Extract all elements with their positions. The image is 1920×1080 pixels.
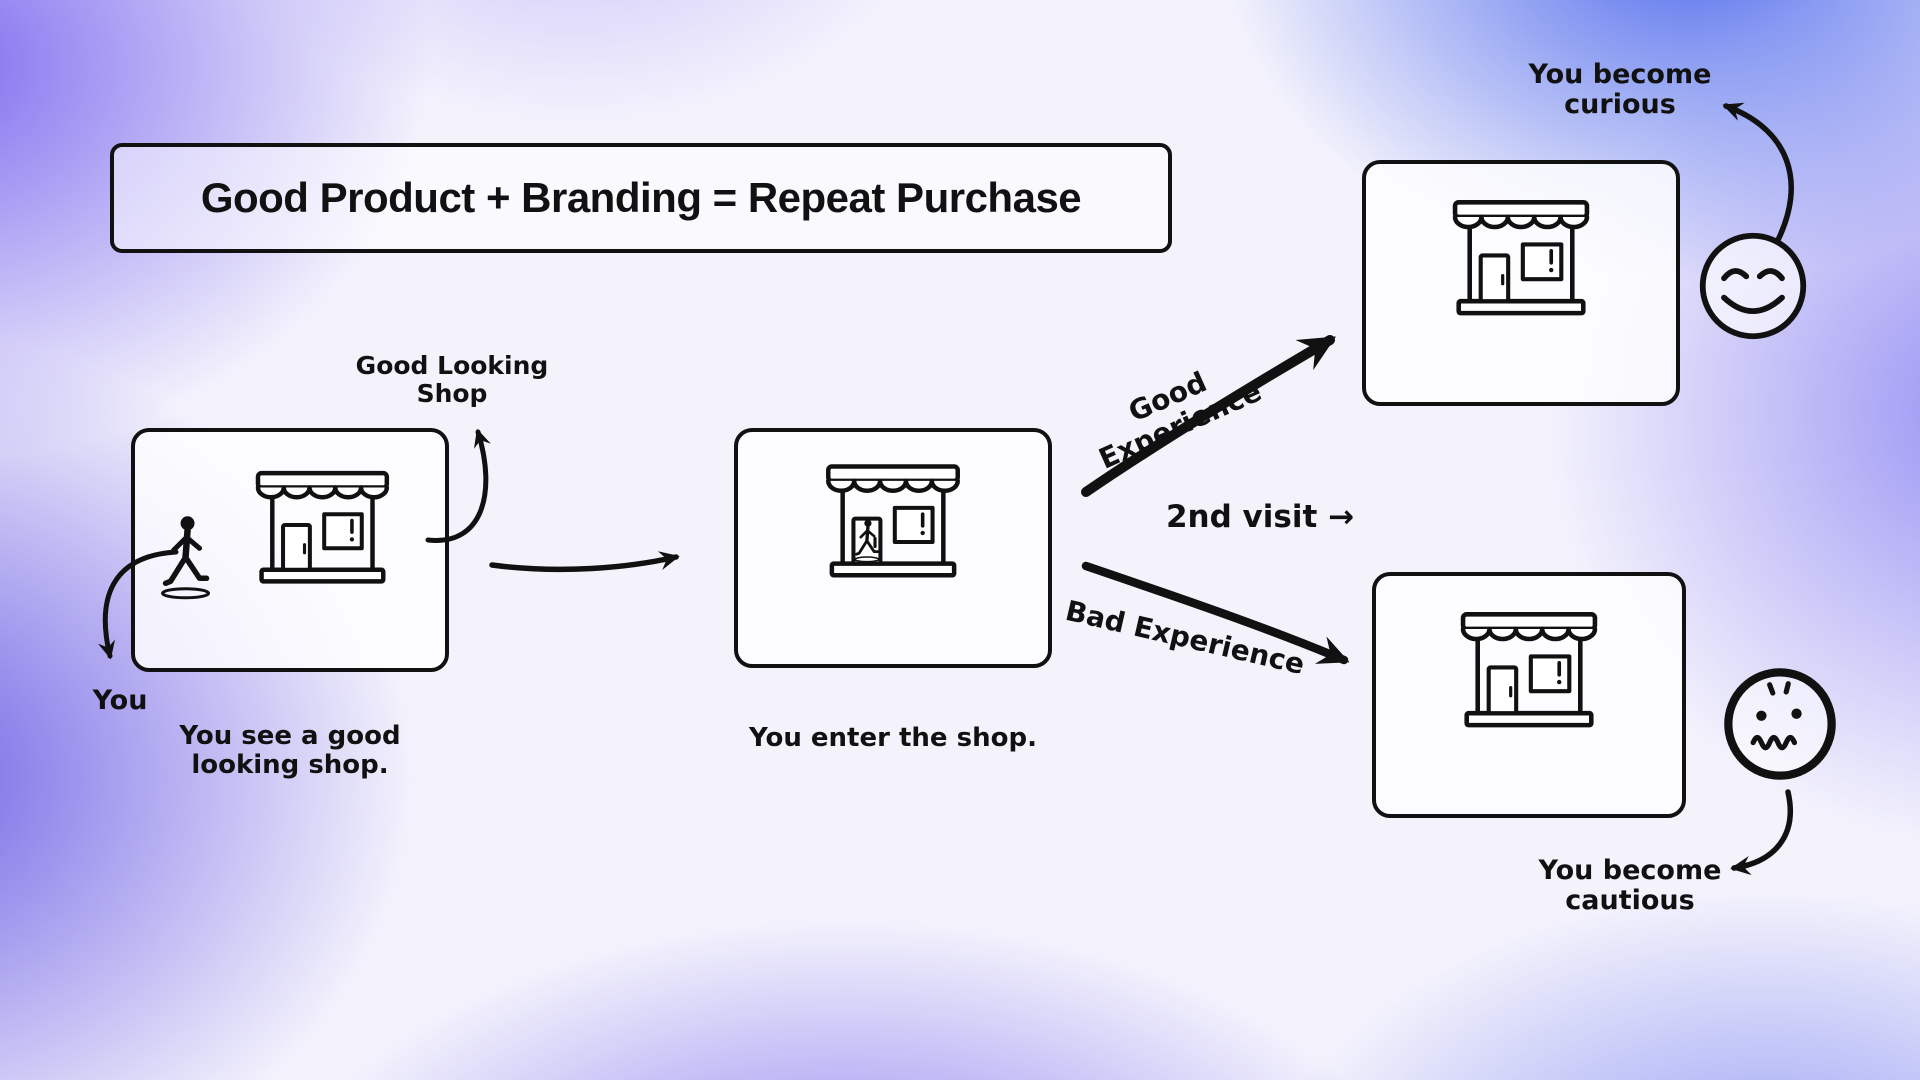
panel-bad-outcome-shop xyxy=(1372,572,1686,818)
enter-shop-illustration xyxy=(738,432,1048,664)
panel-good-outcome-shop xyxy=(1362,160,1680,406)
good-outcome-illustration xyxy=(1366,164,1676,402)
anxious-face-icon xyxy=(1724,668,1836,780)
to-shop-arrow xyxy=(489,551,680,573)
good-experience-label: Good Experience xyxy=(1094,365,1267,477)
storefront-icon xyxy=(1455,202,1587,313)
bad-outcome-illustration xyxy=(1376,576,1682,814)
walking-person-icon xyxy=(163,516,209,597)
storefront-icon xyxy=(1463,614,1595,725)
see-shop-illustration xyxy=(135,432,445,668)
title-text: Good Product + Branding = Repeat Purchas… xyxy=(200,174,1082,221)
second-visit-label: 2nd visit → xyxy=(1165,499,1355,535)
become-curious-label: You become curious xyxy=(1528,59,1712,121)
title-box: Good Product + Branding = Repeat Purchas… xyxy=(110,143,1172,253)
panel-see-shop xyxy=(131,428,449,672)
storefront-icon xyxy=(828,467,957,576)
enter-shop-caption: You enter the shop. xyxy=(749,723,1037,753)
see-shop-caption: You see a good looking shop. xyxy=(179,721,401,781)
bad-experience-label: Bad Experience xyxy=(1062,593,1308,682)
happy-face-icon xyxy=(1699,232,1807,340)
good-looking-shop-callout: Good Looking Shop xyxy=(355,351,549,408)
storefront-icon xyxy=(258,473,387,581)
become-cautious-label: You become cautious xyxy=(1538,855,1722,917)
you-callout: You xyxy=(92,685,148,716)
panel-enter-shop xyxy=(734,428,1052,668)
curious-arrow xyxy=(1722,102,1794,243)
